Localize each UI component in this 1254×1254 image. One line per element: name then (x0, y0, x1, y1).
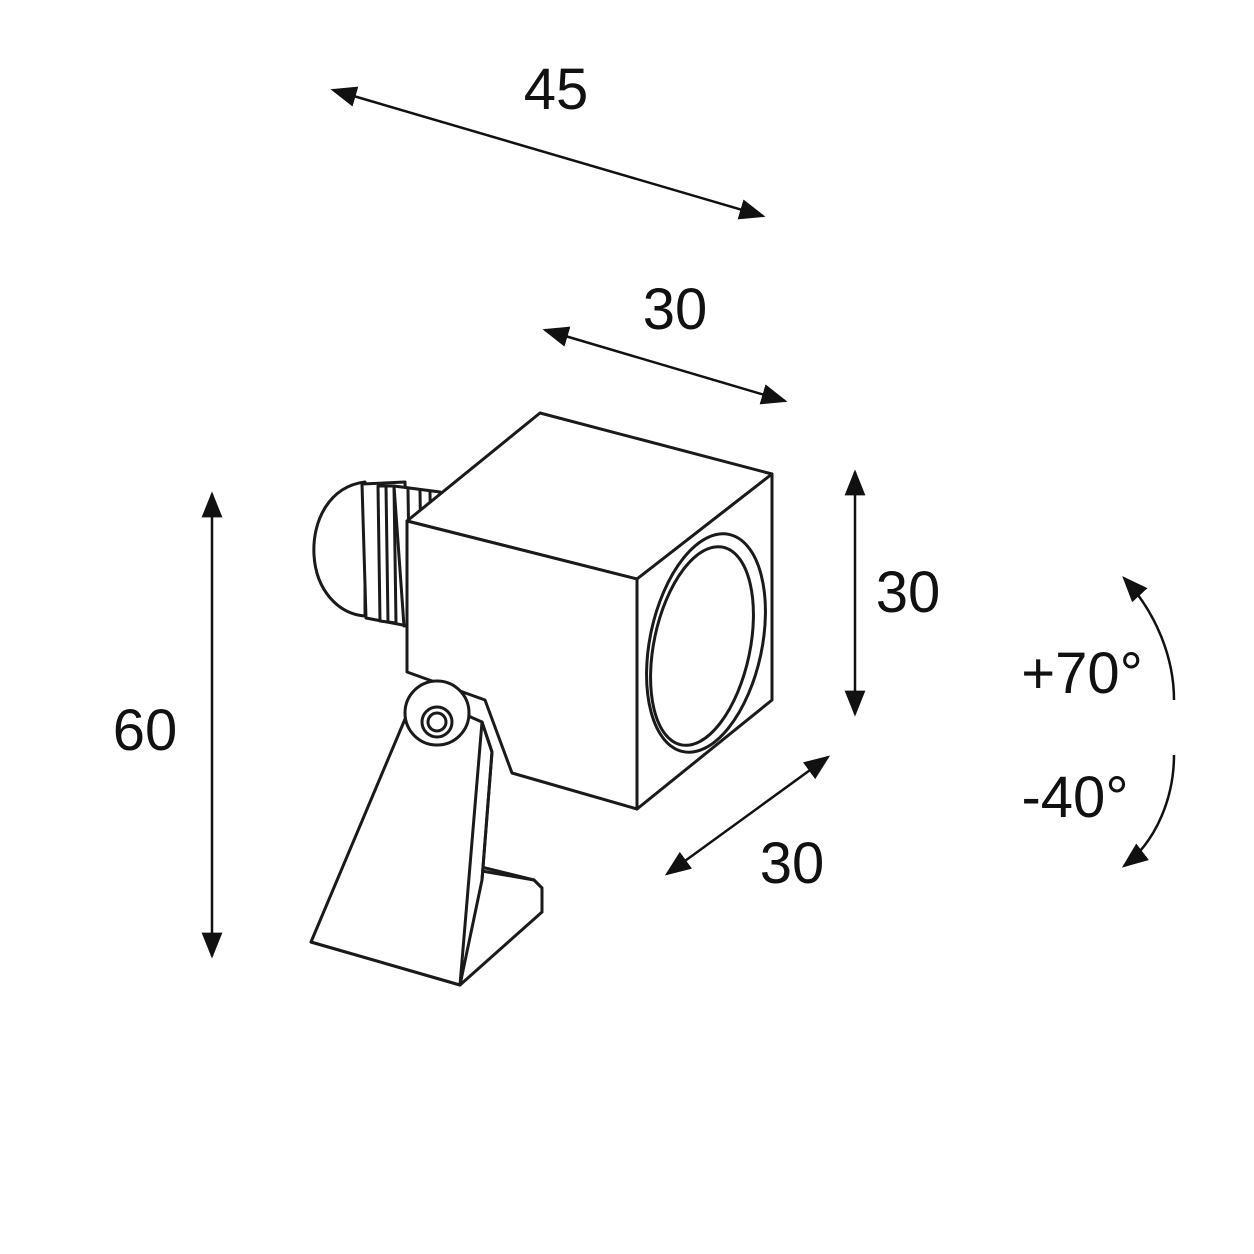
dimension-label-30-top: 30 (643, 277, 708, 342)
dimension-label-60: 60 (113, 698, 178, 763)
dimension-overall-length: 45 (330, 57, 766, 220)
dimension-total-height: 60 (113, 491, 223, 959)
tilt-down-label: -40° (1021, 765, 1128, 830)
dimension-label-30-bottom: 30 (760, 831, 825, 896)
dimension-label-30-right: 30 (876, 560, 941, 625)
dimension-head-depth: 30 (664, 755, 831, 896)
tilt-up-label: +70° (1021, 641, 1143, 706)
bracket-stand (309, 691, 544, 987)
dimension-label-45: 45 (524, 57, 589, 122)
dimension-head-height: 30 (844, 469, 941, 717)
pivot-knob (403, 679, 471, 747)
dimension-head-length: 30 (542, 277, 788, 405)
spotlight-product (309, 411, 774, 987)
lens (645, 532, 767, 754)
lamp-head (405, 411, 774, 811)
tilt-range: +70° -40° (1021, 576, 1176, 868)
